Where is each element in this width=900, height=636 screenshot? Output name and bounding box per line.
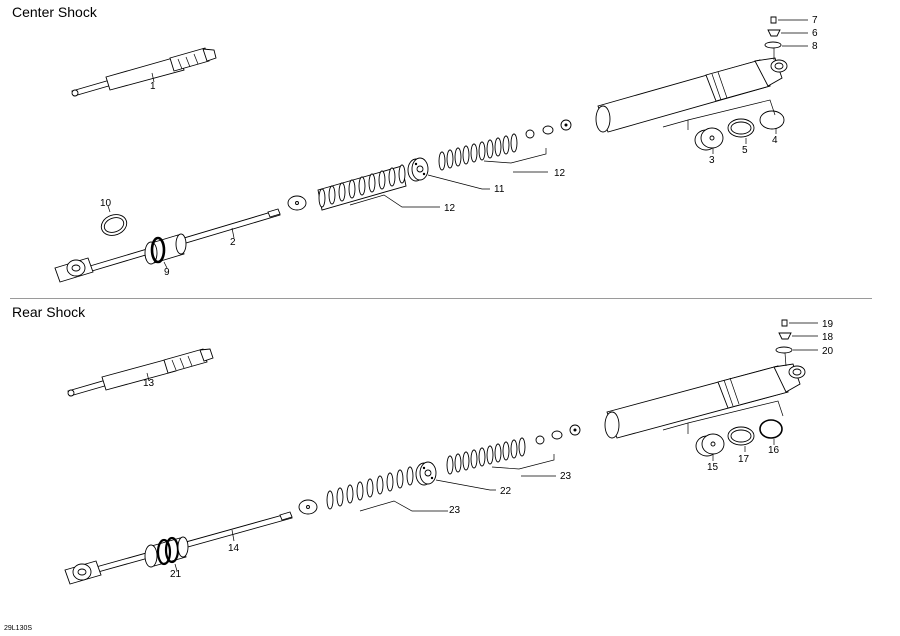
drawing-code: 29L130S [4,625,33,632]
rear-shock-title: Rear Shock [12,304,86,320]
rear-piston-valve-22[interactable] [415,461,437,486]
rear-small-washer-1[interactable] [535,435,545,445]
callout-18: 18 [822,332,834,343]
rear-piston-21[interactable] [144,536,189,568]
callout-17: 17 [738,454,750,465]
callout-7: 7 [812,15,818,26]
rear-spring-lower[interactable] [326,466,414,510]
center-valve-6[interactable] [767,29,781,37]
center-valve-7[interactable] [770,16,777,24]
center-shock-title: Center Shock [12,4,97,20]
center-oring-8[interactable] [764,41,782,49]
rear-cap-15[interactable] [695,433,725,457]
center-shock-group: 1 2 3 4 5 6 7 8 9 10 11 12 12 [54,15,818,283]
rear-oring-20[interactable] [775,346,793,354]
callout-19: 19 [822,319,834,330]
center-ring-10-inner [103,217,125,233]
rear-small-washer-2[interactable] [551,430,563,440]
callout-10: 10 [100,198,112,209]
callout-8: 8 [812,41,818,52]
rear-leader-lines [146,322,818,572]
center-washer-hole [295,201,299,205]
callout-23b: 23 [449,505,461,516]
center-piston-9[interactable] [144,233,187,265]
rear-nut-hole [573,428,577,432]
callout-11: 11 [494,184,505,195]
callout-13: 13 [143,378,155,389]
callout-9: 9 [164,267,170,278]
callout-4: 4 [772,135,778,146]
callout-23a: 23 [560,471,572,482]
rear-assembled-shock[interactable] [67,348,214,397]
callout-3: 3 [709,155,715,166]
center-cap-3[interactable] [694,127,724,151]
callout-5: 5 [742,145,748,156]
rear-washer-hole [306,505,310,509]
center-nut-hole [564,123,568,127]
callout-16: 16 [768,445,780,456]
rear-shock-body[interactable] [604,363,806,439]
callout-14: 14 [228,543,240,554]
callout-2: 2 [230,237,236,248]
callout-22: 22 [500,486,512,497]
center-piston-valve-11[interactable] [407,157,429,182]
rear-valve-19[interactable] [781,319,788,327]
center-spring-lower[interactable] [317,164,407,211]
callout-12a: 12 [554,168,566,179]
callout-15: 15 [707,462,719,473]
center-assembled-shock[interactable] [71,47,217,97]
center-cap-4[interactable] [759,110,785,130]
center-small-washer-1[interactable] [525,129,535,139]
rear-valve-18[interactable] [778,332,792,340]
rear-oring-16[interactable] [759,419,783,439]
callout-6: 6 [812,28,818,39]
callout-20: 20 [822,346,834,357]
callout-12b: 12 [444,203,456,214]
rear-ring-17-inner [730,429,752,443]
callout-21: 21 [170,569,182,580]
callout-1: 1 [150,81,156,92]
center-ring-5-inner [730,121,752,135]
section-divider [10,298,872,299]
center-small-washer-2[interactable] [542,125,554,135]
center-spring-upper[interactable] [438,133,518,171]
rear-shock-group: 13 14 15 16 17 18 19 20 21 22 23 23 [64,319,834,585]
center-leader-lines [107,19,808,269]
center-shock-body[interactable] [595,57,788,133]
